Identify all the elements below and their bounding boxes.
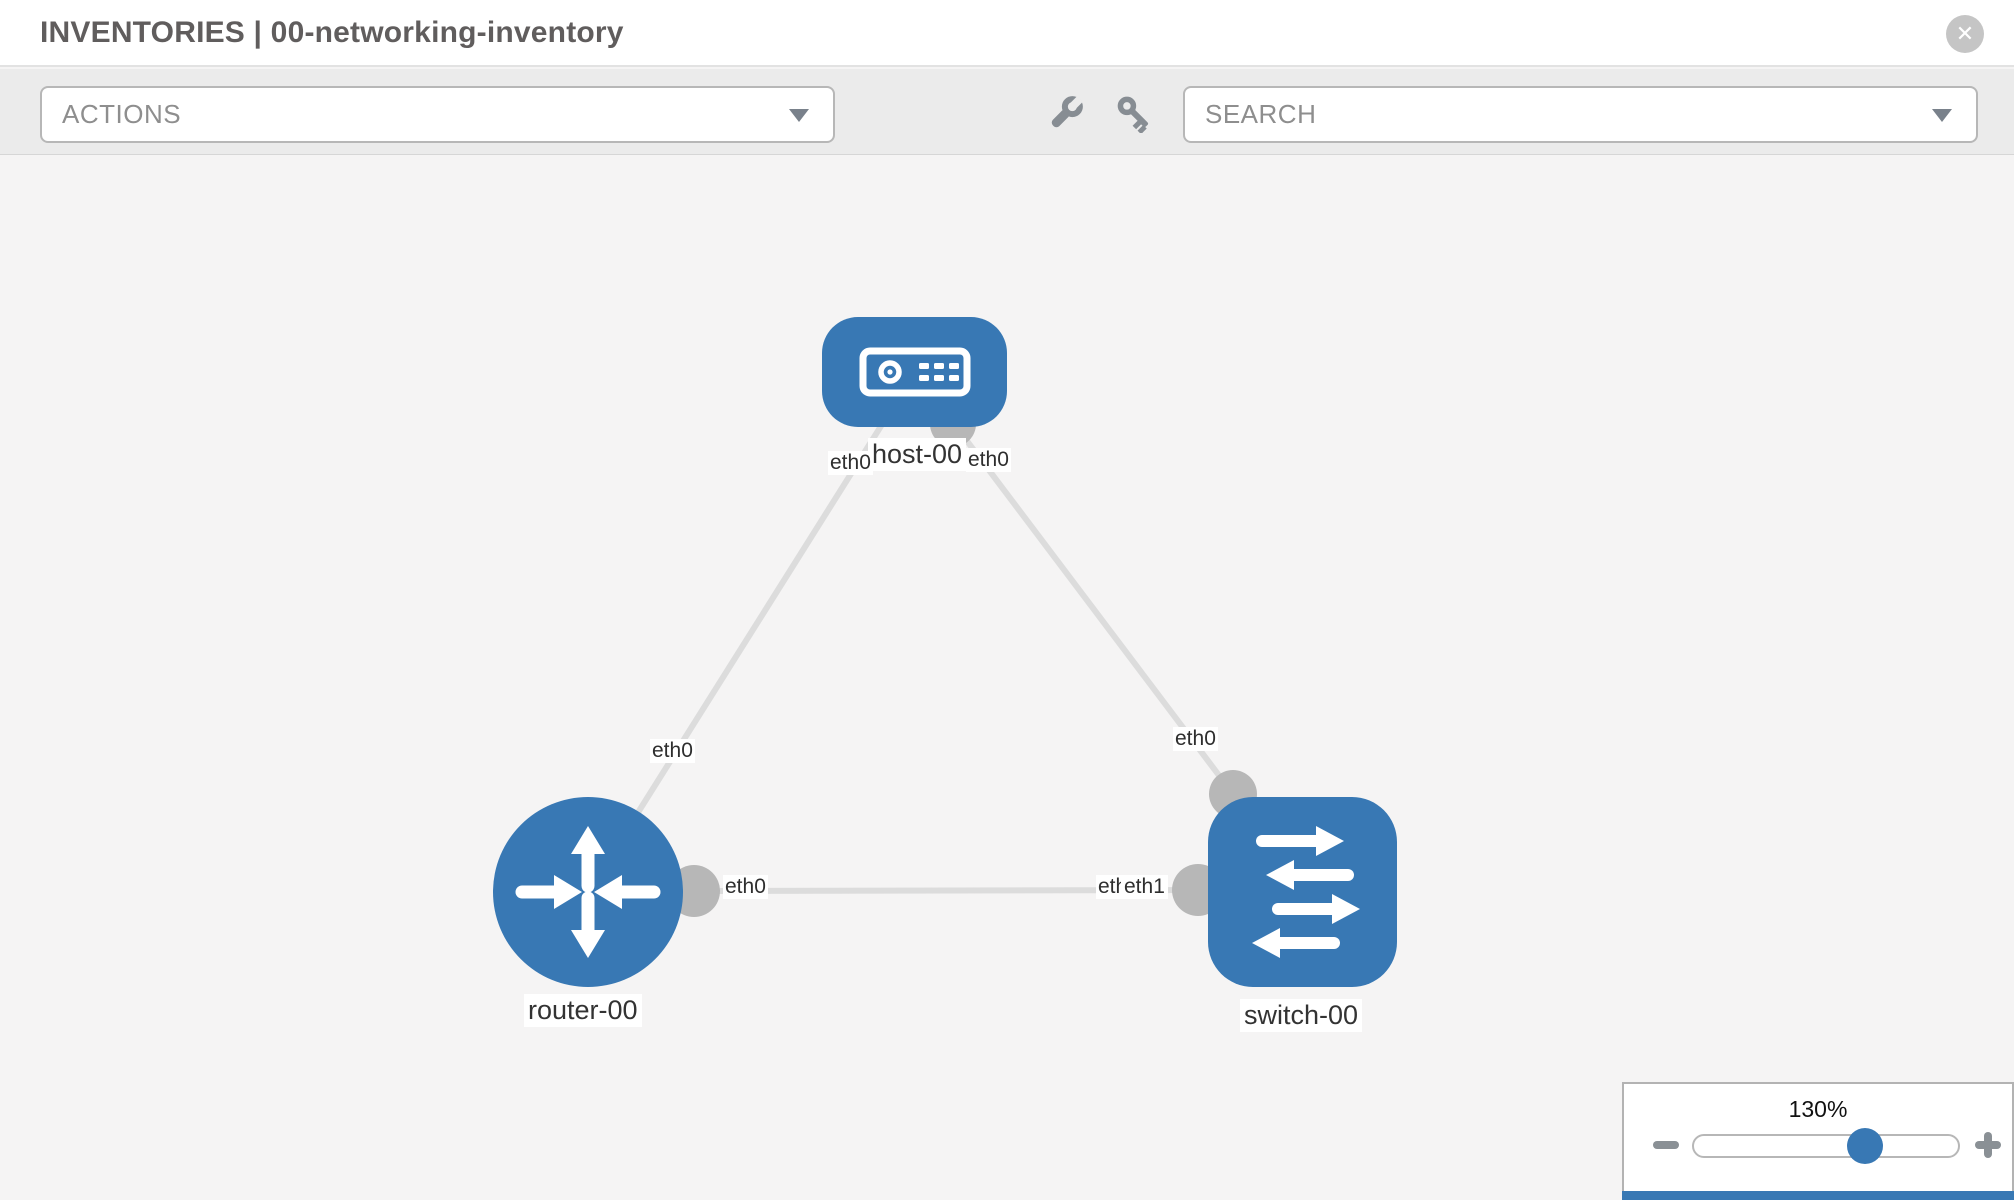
search-dropdown[interactable]: SEARCH [1183, 86, 1978, 143]
interface-label-eth0: eth0 [1173, 727, 1218, 751]
router-icon [515, 826, 661, 958]
actions-dropdown[interactable]: ACTIONS [40, 86, 835, 143]
search-dropdown-label: SEARCH [1205, 99, 1317, 129]
zoom-panel: 130% [1622, 1082, 2014, 1200]
node-label-switch-00: switch-00 [1240, 999, 1363, 1032]
close-icon[interactable]: ✕ [1946, 15, 1984, 53]
edge-host-switch[interactable] [912, 370, 1236, 796]
interface-label-eth0: eth0 [966, 448, 1011, 472]
host-icon [859, 347, 971, 397]
interface-label-eth0: eth0 [650, 739, 695, 763]
zoom-level-value: 130% [1788, 1096, 1848, 1122]
key-icon[interactable] [1114, 93, 1154, 133]
actions-dropdown-label: ACTIONS [62, 99, 182, 129]
node-router-00[interactable] [493, 797, 683, 987]
node-switch-00[interactable] [1208, 797, 1397, 987]
header: INVENTORIES | 00-networking-inventory ✕ [0, 0, 2014, 67]
node-host-00[interactable] [822, 317, 1007, 427]
interface-label-eth0: eth0 [723, 875, 768, 899]
node-label-router-00: router-00 [524, 994, 642, 1027]
bottom-panel-edge [1622, 1191, 2014, 1200]
minus-icon[interactable] [1653, 1141, 1679, 1149]
interface-label-eth0: eth0 [828, 451, 873, 475]
interface-label-eth1: eth1 [1121, 875, 1168, 899]
node-label-host-00: host-00 [868, 438, 967, 471]
plus-icon[interactable] [1975, 1132, 2001, 1158]
toolbar: ACTIONS SEARCH [0, 69, 2014, 155]
chevron-down-icon [1932, 109, 1952, 122]
zoom-slider-track[interactable] [1692, 1134, 1960, 1158]
zoom-slider-handle[interactable] [1847, 1128, 1883, 1164]
page-title: INVENTORIES | 00-networking-inventory [40, 16, 624, 49]
chevron-down-icon [789, 109, 809, 122]
switch-icon [1252, 826, 1360, 958]
wrench-icon[interactable] [1046, 93, 1086, 133]
topology-canvas[interactable] [0, 156, 2014, 1200]
